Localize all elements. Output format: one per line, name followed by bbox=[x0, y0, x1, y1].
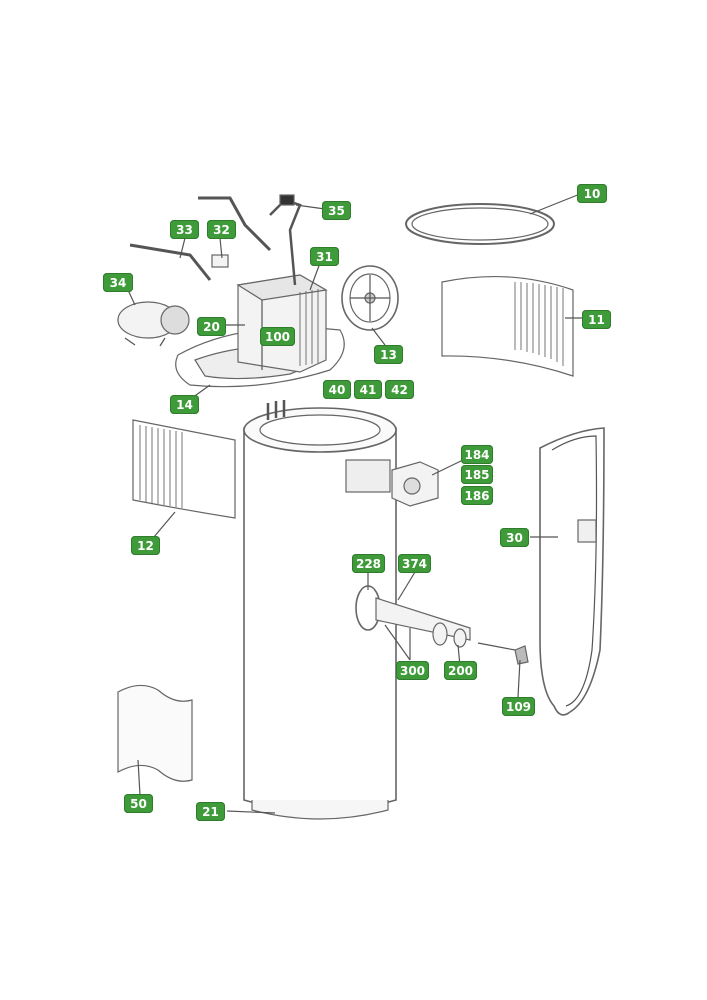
heating-element bbox=[355, 585, 529, 665]
label-12: 12 bbox=[131, 536, 160, 555]
label-21: 21 bbox=[196, 802, 225, 821]
label-10: 10 bbox=[577, 184, 607, 203]
label-13: 13 bbox=[374, 345, 403, 364]
label-40: 40 bbox=[323, 380, 351, 399]
label-14: 14 bbox=[170, 395, 199, 414]
label-300: 300 bbox=[396, 661, 429, 680]
heat-exchanger-block bbox=[236, 274, 328, 373]
label-30: 30 bbox=[500, 528, 529, 547]
fan-assembly bbox=[341, 265, 399, 331]
refrigerant-pipes bbox=[129, 194, 302, 286]
compressor bbox=[117, 301, 190, 347]
label-41: 41 bbox=[354, 380, 382, 399]
label-100: 100 bbox=[260, 327, 295, 346]
label-20: 20 bbox=[197, 317, 226, 336]
label-109: 109 bbox=[502, 697, 535, 716]
label-35: 35 bbox=[322, 201, 351, 220]
label-50: 50 bbox=[124, 794, 153, 813]
label-374: 374 bbox=[398, 554, 431, 573]
top-cover-ring bbox=[405, 203, 555, 245]
label-31: 31 bbox=[310, 247, 339, 266]
water-tank bbox=[243, 400, 397, 820]
label-200: 200 bbox=[444, 661, 477, 680]
control-box bbox=[391, 461, 439, 507]
rear-grill-panel bbox=[441, 275, 574, 377]
front-grill-panel bbox=[132, 419, 236, 519]
label-32: 32 bbox=[207, 220, 236, 239]
label-185: 185 bbox=[461, 465, 493, 484]
label-33: 33 bbox=[170, 220, 199, 239]
label-186: 186 bbox=[461, 486, 493, 505]
label-228: 228 bbox=[352, 554, 385, 573]
label-184: 184 bbox=[461, 445, 493, 464]
label-42: 42 bbox=[385, 380, 414, 399]
label-34: 34 bbox=[103, 273, 133, 292]
front-cover bbox=[539, 427, 605, 716]
label-11: 11 bbox=[582, 310, 611, 329]
bottom-panel bbox=[117, 684, 193, 782]
